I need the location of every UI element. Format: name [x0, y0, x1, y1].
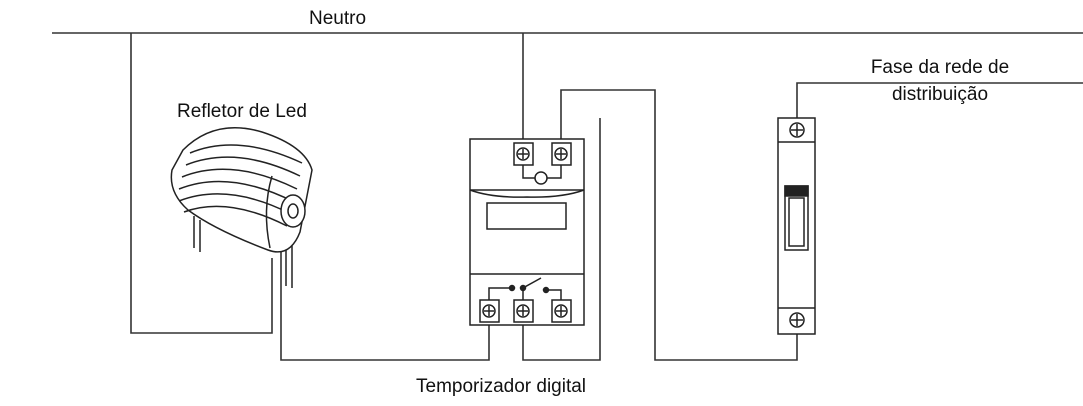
timer-to-breaker-wire	[560, 89, 798, 361]
digital-timer	[469, 138, 585, 326]
timer-display	[486, 202, 567, 230]
timer-loop-wire	[522, 118, 601, 361]
reflector-label: Refletor de Led	[177, 101, 307, 122]
lamp-to-timer-wire	[280, 226, 490, 361]
neutral-label: Neutro	[309, 8, 367, 29]
neutral-return-wire	[130, 33, 273, 334]
phase-label-line2: distribuição	[891, 84, 989, 105]
phase-label-line1: Fase da rede de	[870, 57, 1010, 78]
phase-wire	[796, 82, 1083, 122]
timer-label: Temporizador digital	[416, 376, 587, 397]
circuit-breaker	[777, 117, 816, 335]
led-reflector	[170, 126, 313, 288]
